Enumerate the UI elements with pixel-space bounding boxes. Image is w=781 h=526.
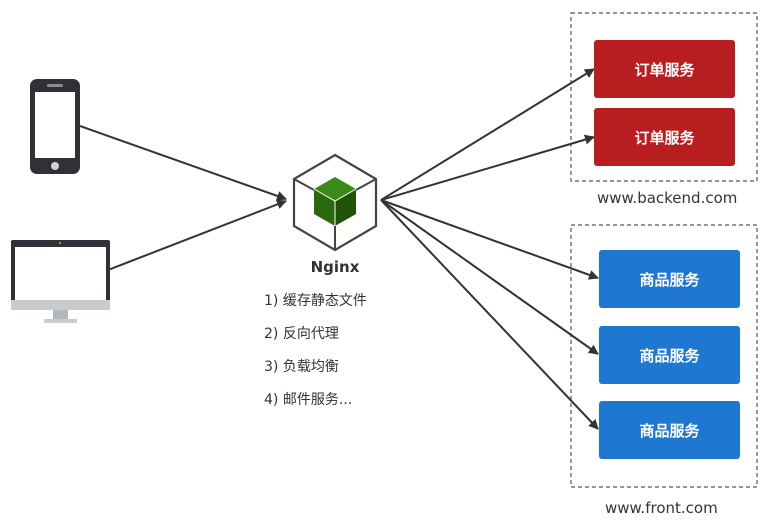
product-service-box: 商品服务 [599,250,740,308]
product-service-box: 商品服务 [599,326,740,384]
arrow-nginx-to-product-3 [380,199,599,430]
arrow-desktop-to-nginx [107,199,287,271]
feature-item: 4) 邮件服务... [264,392,353,408]
mobile-phone-icon [30,79,80,174]
desktop-monitor-icon [11,240,110,323]
arrow-nginx-to-order-2 [380,134,595,201]
order-service-box: 订单服务 [594,108,735,166]
connection-arrows [79,68,599,430]
order-service-box: 订单服务 [594,40,735,98]
front-group-box [570,224,758,488]
nginx-feature-list: 1) 缓存静态文件 2) 反向代理 3) 负载均衡 4) 邮件服务... [264,290,367,422]
arrow-nginx-to-order-1 [380,68,595,201]
backend-group-box [570,12,758,182]
nginx-cube-icon [292,153,378,252]
feature-item: 1) 缓存静态文件 [264,293,367,309]
product-service-box: 商品服务 [599,401,740,459]
backend-domain-label: www.backend.com [597,189,738,207]
front-domain-label: www.front.com [605,499,718,517]
feature-item: 2) 反向代理 [264,326,339,342]
arrow-nginx-to-product-1 [380,199,599,280]
feature-item: 3) 负载均衡 [264,359,339,375]
arrow-phone-to-nginx [79,125,287,201]
arrow-nginx-to-product-2 [380,199,599,355]
nginx-title: Nginx [310,258,360,276]
